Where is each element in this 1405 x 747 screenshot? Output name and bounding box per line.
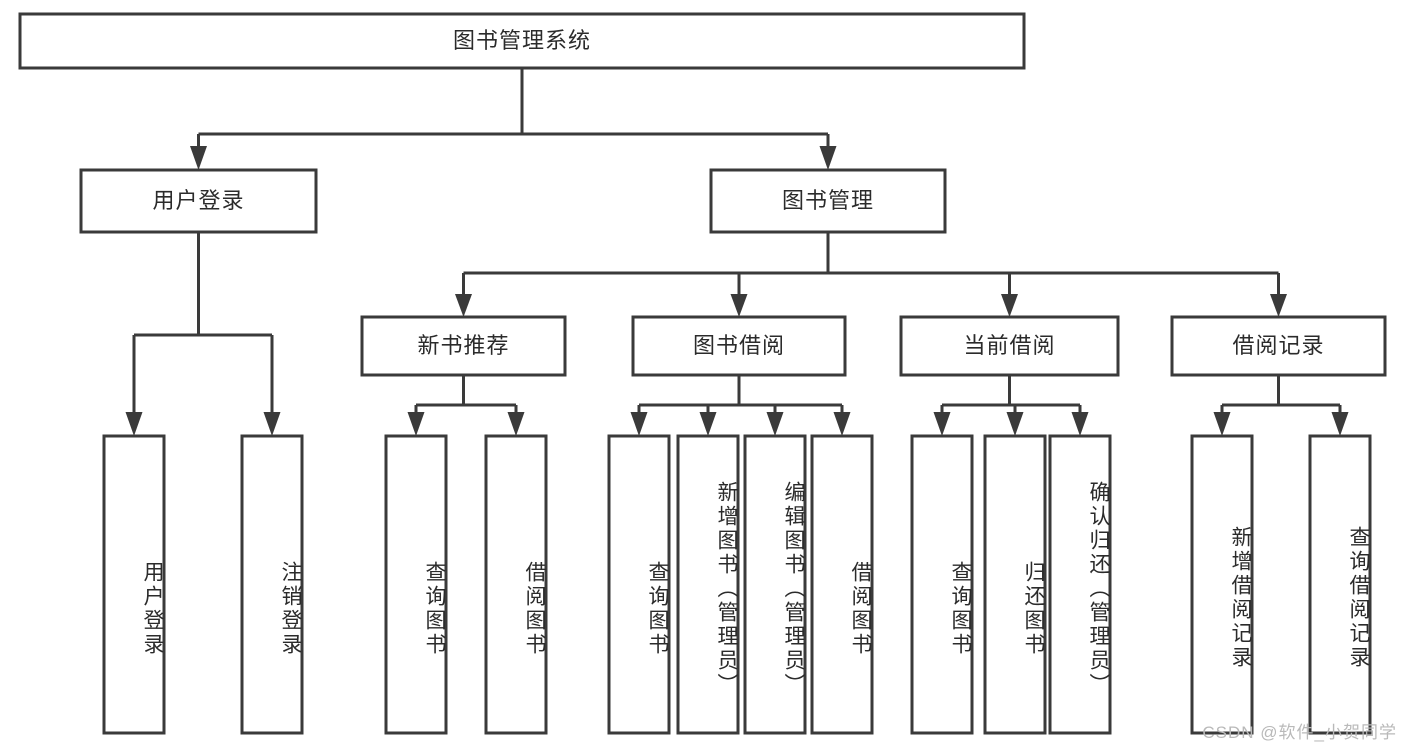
node-box-leaf-query-book-br[interactable] (607, 434, 671, 735)
arrow-head-user-login (190, 146, 207, 170)
node-leaf-query-book-cb[interactable] (912, 436, 972, 733)
node-box-new-book-rec[interactable] (360, 315, 567, 377)
node-box-user-login[interactable] (79, 168, 318, 234)
node-box-current-borrow[interactable] (899, 315, 1120, 377)
node-box-leaf-borrow-book-br[interactable] (810, 434, 874, 735)
node-box-leaf-query-borrow-record[interactable] (1308, 434, 1372, 735)
connector-new-book-rec-bus (414, 375, 518, 418)
node-leaf-return-book[interactable] (985, 436, 1045, 733)
node-leaf-user-logout[interactable] (242, 436, 302, 733)
node-leaf-borrow-book-br[interactable] (812, 436, 872, 733)
node-box-leaf-query-book-cb[interactable] (910, 434, 974, 735)
connector-borrow-record-bus (1220, 375, 1342, 418)
node-new-book-rec[interactable] (362, 317, 565, 375)
connector-current-borrow-bus (940, 375, 1082, 418)
node-leaf-add-borrow-record[interactable] (1192, 436, 1252, 733)
arrow-head-leaf-user-login (125, 412, 143, 436)
arrow-head-leaf-confirm-return-admin (1071, 412, 1089, 436)
arrow-head-leaf-query-book-rec (407, 412, 425, 436)
arrow-head-leaf-return-book (1006, 412, 1024, 436)
connector-user-login-bus (132, 232, 274, 418)
arrow-head-new-book-rec (455, 294, 472, 317)
node-leaf-edit-book-admin[interactable] (745, 436, 805, 733)
arrow-head-borrow-record (1270, 294, 1287, 317)
connector-root-bus (197, 68, 830, 152)
node-book-borrow[interactable] (633, 317, 845, 375)
node-book-manage[interactable] (711, 170, 945, 232)
node-root[interactable] (20, 14, 1024, 68)
arrow-head-leaf-user-logout (263, 412, 281, 436)
node-leaf-user-login[interactable] (104, 436, 164, 733)
node-box-leaf-add-borrow-record[interactable] (1190, 434, 1254, 735)
node-user-login[interactable] (81, 170, 316, 232)
arrow-head-leaf-query-book-br (630, 412, 648, 436)
arrow-head-leaf-add-book-admin (699, 412, 717, 436)
node-leaf-query-book-br[interactable] (609, 436, 669, 733)
connector-book-borrow-bus (637, 375, 844, 418)
node-leaf-borrow-book-rec[interactable] (486, 436, 546, 733)
node-leaf-query-borrow-record[interactable] (1310, 436, 1370, 733)
node-box-leaf-borrow-book-rec[interactable] (484, 434, 548, 735)
arrow-head-leaf-add-borrow-record (1213, 412, 1231, 436)
node-box-leaf-confirm-return-admin[interactable] (1048, 434, 1112, 735)
arrow-head-leaf-edit-book-admin (766, 412, 784, 436)
arrow-head-leaf-borrow-book-rec (507, 412, 525, 436)
node-current-borrow[interactable] (901, 317, 1118, 375)
node-box-leaf-query-book-rec[interactable] (384, 434, 448, 735)
arrow-head-leaf-borrow-book-br (833, 412, 851, 436)
arrow-head-book-borrow (730, 294, 748, 317)
node-borrow-record[interactable] (1172, 317, 1385, 375)
arrow-head-current-borrow (1001, 294, 1018, 317)
watermark-text: CSDN @软件_小贺同学 (1202, 723, 1397, 742)
node-box-leaf-return-book[interactable] (983, 434, 1047, 735)
node-leaf-query-book-rec[interactable] (386, 436, 446, 733)
arrow-head-leaf-query-borrow-record (1331, 412, 1349, 436)
arrow-head-book-manage (819, 146, 837, 170)
node-box-leaf-user-login[interactable] (102, 434, 166, 735)
node-box-leaf-user-logout[interactable] (240, 434, 304, 735)
arrow-head-leaf-query-book-cb (933, 412, 951, 436)
node-box-root[interactable] (18, 12, 1026, 70)
connector-book-manage-bus (462, 232, 1280, 300)
node-box-leaf-add-book-admin[interactable] (676, 434, 740, 735)
node-leaf-confirm-return-admin[interactable] (1050, 436, 1110, 733)
node-leaf-add-book-admin[interactable] (678, 436, 738, 733)
